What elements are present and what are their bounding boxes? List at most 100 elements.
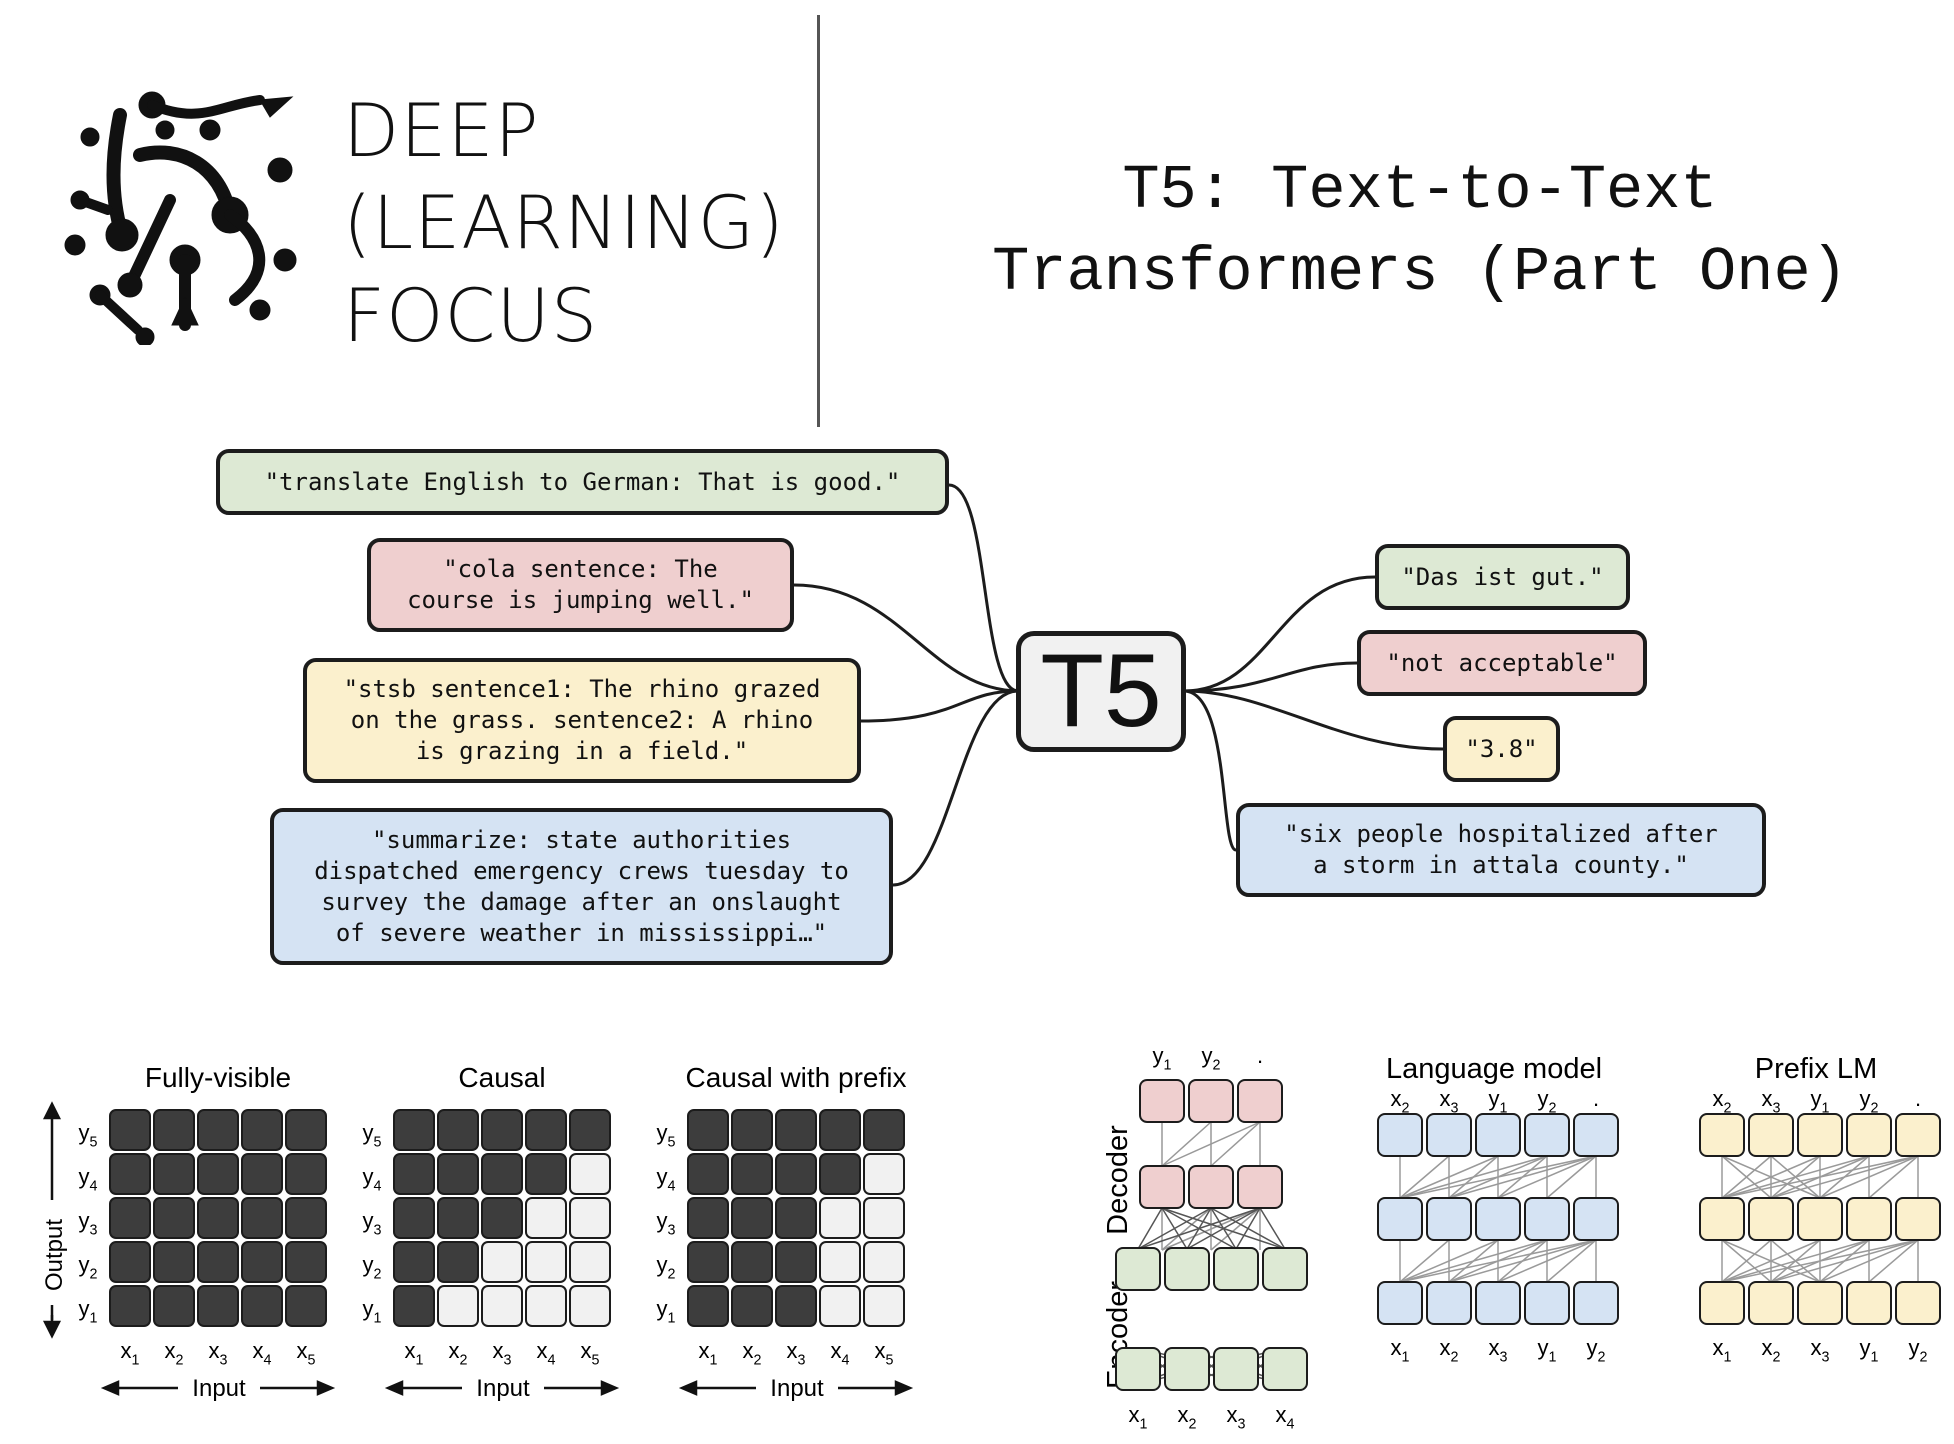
- arch-node: [1748, 1281, 1794, 1325]
- arch-link: [1161, 1207, 1212, 1251]
- mask-cell: [197, 1153, 239, 1195]
- output-summarize-box: "six people hospitalized after a storm i…: [1236, 803, 1766, 897]
- mask-col-label: x1: [699, 1338, 718, 1369]
- arch-bottom-label: y1: [1860, 1335, 1879, 1366]
- brand-line-1: DEEP: [343, 89, 540, 174]
- mask-cell: [863, 1241, 905, 1283]
- arch-link: [1868, 1155, 1919, 1199]
- arch-link: [1770, 1239, 1919, 1283]
- architecture-diagrams: Decoder Encoder Language model Prefix LM…: [1102, 1043, 1941, 1433]
- mask-cell: [525, 1109, 567, 1151]
- arch-bottom-label: y2: [1909, 1335, 1928, 1366]
- mask-cell: [569, 1197, 611, 1239]
- mask-col-label: x1: [121, 1338, 140, 1369]
- arch-top-label: y1: [1489, 1086, 1508, 1117]
- arch-link: [1819, 1239, 1919, 1283]
- arch-node: [1895, 1281, 1941, 1325]
- mask-cell: [109, 1241, 151, 1283]
- arch-node: [1377, 1281, 1423, 1325]
- arch-node: [1164, 1347, 1210, 1391]
- arch-link: [1399, 1155, 1450, 1199]
- mask-cell: [525, 1153, 567, 1195]
- arch-top-label: y2: [1538, 1086, 1557, 1117]
- arch-node: [1699, 1281, 1745, 1325]
- mask-row-label: y5: [657, 1120, 676, 1151]
- mask-row-label: y5: [363, 1120, 382, 1151]
- vertical-divider: [817, 15, 820, 427]
- arch-link: [1448, 1155, 1597, 1199]
- mask-cell: [569, 1109, 611, 1151]
- arch-bottom-label: x2: [1440, 1335, 1459, 1366]
- title-line-1: T5: Text-to-Text: [1122, 155, 1718, 226]
- mask-cell: [481, 1197, 523, 1239]
- mask-cell: [241, 1153, 283, 1195]
- arch-link: [1546, 1155, 1597, 1199]
- mask-col-label: x4: [253, 1338, 272, 1369]
- arch-link: [1399, 1239, 1499, 1283]
- mask-cell: [197, 1285, 239, 1327]
- t5-model-box: T5: [1016, 631, 1186, 752]
- arch-node: [1797, 1113, 1843, 1157]
- mask-cell: [481, 1109, 523, 1151]
- mask-cell: [775, 1285, 817, 1327]
- encoder-input-label: x3: [1227, 1402, 1246, 1433]
- arch-top-label: x3: [1762, 1086, 1781, 1117]
- input-cola-box: "cola sentence: The course is jumping we…: [367, 538, 794, 632]
- mask-col-label: x4: [831, 1338, 850, 1369]
- arch-node: [1139, 1165, 1185, 1209]
- input-axis-label: Input: [192, 1375, 246, 1402]
- mask-col-label: x3: [493, 1338, 512, 1369]
- arch-link: [1399, 1155, 1499, 1199]
- mask-col-label: x2: [449, 1338, 468, 1369]
- arch-link: [1721, 1155, 1772, 1199]
- mask-col-label: x5: [297, 1338, 316, 1369]
- mask-cell: [819, 1109, 861, 1151]
- mask-cell: [241, 1109, 283, 1151]
- mask-row-label: y4: [363, 1164, 382, 1195]
- arch-link: [1399, 1239, 1450, 1283]
- mask-row-label: y1: [657, 1296, 676, 1327]
- arch-link: [1721, 1239, 1821, 1283]
- arch-link: [1721, 1155, 1821, 1199]
- mask-cell: [731, 1109, 773, 1151]
- input-axis-label: Input: [770, 1375, 824, 1402]
- arch-link: [1546, 1239, 1597, 1283]
- arch-node: [1262, 1347, 1308, 1391]
- arch-top-label: x2: [1391, 1086, 1410, 1117]
- mask-cell: [481, 1153, 523, 1195]
- mask-cell: [819, 1241, 861, 1283]
- mask-cell: [241, 1285, 283, 1327]
- input-stsb-box: "stsb sentence1: The rhino grazed on the…: [303, 658, 861, 783]
- prefix-lm-title: Prefix LM: [1755, 1053, 1877, 1085]
- input-translate-box: "translate English to German: That is go…: [216, 449, 949, 515]
- mask-cell: [197, 1241, 239, 1283]
- mask-cell: [569, 1241, 611, 1283]
- mask-cell: [197, 1197, 239, 1239]
- arch-link: [1161, 1121, 1212, 1167]
- arch-link: [1721, 1239, 1772, 1283]
- mask-cell: [775, 1197, 817, 1239]
- arch-node: [1524, 1197, 1570, 1241]
- mask-panel-title: Causal: [458, 1062, 545, 1093]
- arch-node: [1426, 1281, 1472, 1325]
- mask-cell: [731, 1153, 773, 1195]
- mask-cell: [731, 1197, 773, 1239]
- decoder-output-label: y2: [1202, 1043, 1221, 1074]
- mask-cell: [525, 1197, 567, 1239]
- mask-cell: [109, 1153, 151, 1195]
- arch-node: [1377, 1197, 1423, 1241]
- arch-node: [1475, 1197, 1521, 1241]
- arch-link: [1137, 1207, 1163, 1250]
- arch-node: [1262, 1247, 1308, 1291]
- arch-link: [1448, 1239, 1597, 1283]
- arch-node: [1699, 1113, 1745, 1157]
- mask-cell: [775, 1241, 817, 1283]
- mask-cell: [437, 1153, 479, 1195]
- mask-cell: [687, 1109, 729, 1151]
- mask-panel-title: Causal with prefix: [686, 1062, 907, 1093]
- language-model-title: Language model: [1386, 1053, 1602, 1085]
- arch-node: [1524, 1281, 1570, 1325]
- arch-node: [1846, 1113, 1892, 1157]
